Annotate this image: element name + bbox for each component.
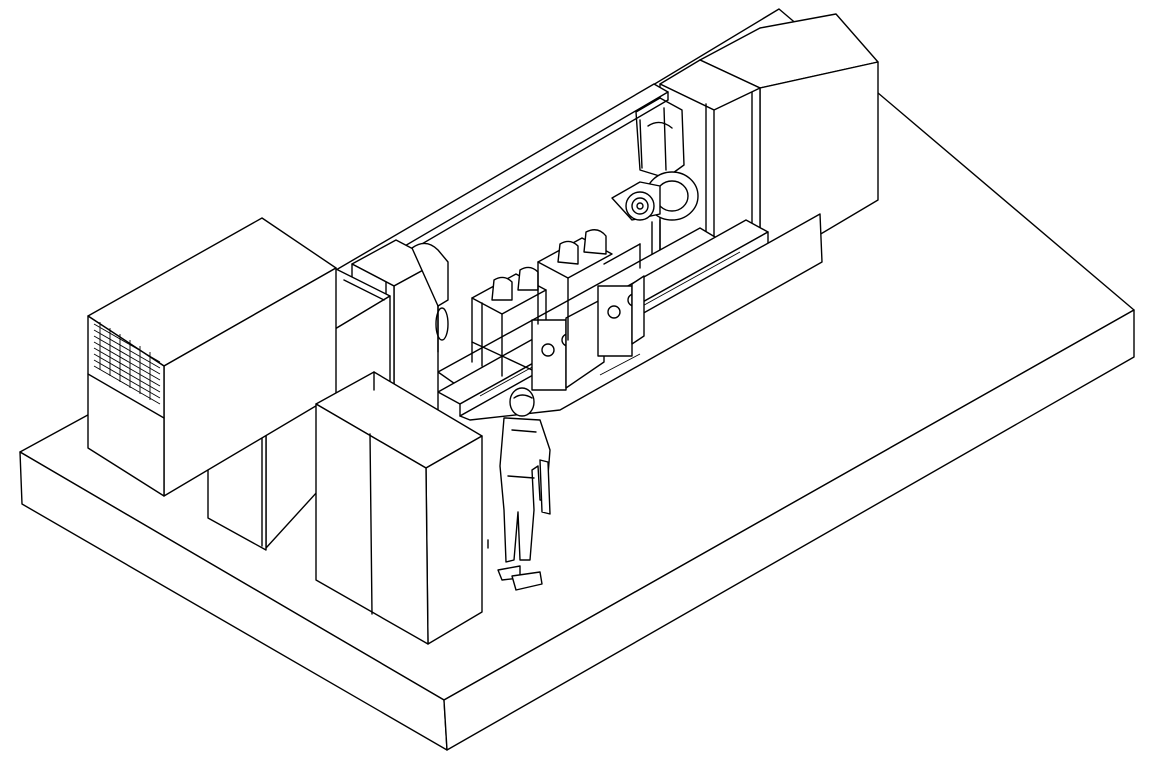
operator-figure: [487, 387, 551, 591]
vent-grille: [93, 322, 161, 405]
headstock-chuck: [611, 97, 699, 263]
double-door-electrical-cabinet: [315, 371, 483, 645]
workpiece-support-stands: [471, 229, 645, 391]
ventilated-power-unit: [87, 217, 337, 497]
